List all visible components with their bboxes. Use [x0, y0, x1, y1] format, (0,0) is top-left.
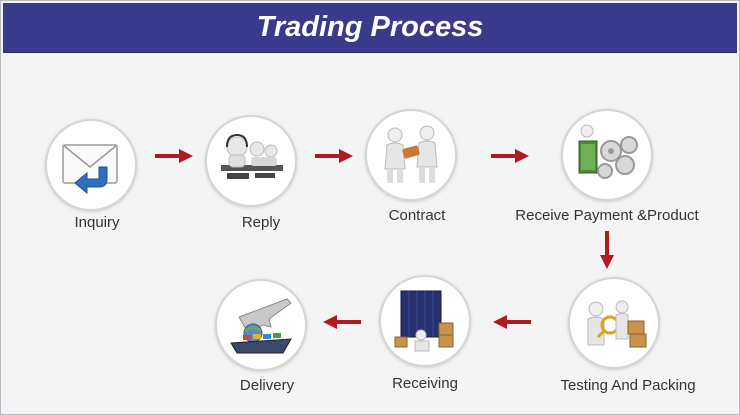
arrow-left-icon [493, 315, 531, 329]
step-label: Receiving [392, 375, 458, 392]
step-contract-circle [365, 109, 457, 201]
step-label: Receive Payment &Product [515, 207, 699, 224]
arrow-down-icon [600, 231, 614, 269]
step-label: Inquiry [74, 214, 120, 231]
step-inquiry-circle [45, 119, 137, 211]
arrow-left-icon [323, 315, 361, 329]
step-label: Reply [241, 214, 281, 231]
step-reply-circle [205, 115, 297, 207]
handshake-figures-icon [384, 125, 438, 183]
step-label: Contract [388, 207, 446, 224]
headset-operators-icon [221, 133, 283, 179]
title-banner: Trading Process [3, 3, 737, 53]
process-area: Inquiry Reply [3, 53, 737, 412]
arrow-right-icon [155, 149, 193, 163]
step-testing-circle [568, 277, 660, 369]
step-payment-circle [561, 109, 653, 201]
container-boxes-icon [394, 290, 454, 352]
step-label: Testing And Packing [560, 377, 696, 394]
arrow-right-icon [315, 149, 353, 163]
inspection-boxes-icon [587, 300, 647, 348]
page-title: Trading Process [256, 11, 484, 43]
step-delivery-circle [215, 279, 307, 371]
money-gears-icon [578, 124, 638, 179]
step-receiving-circle [379, 275, 471, 367]
step-label: Delivery [239, 377, 295, 394]
arrow-right-icon [491, 149, 529, 163]
plane-ship-icon [230, 298, 292, 354]
envelope-icon [62, 144, 118, 195]
